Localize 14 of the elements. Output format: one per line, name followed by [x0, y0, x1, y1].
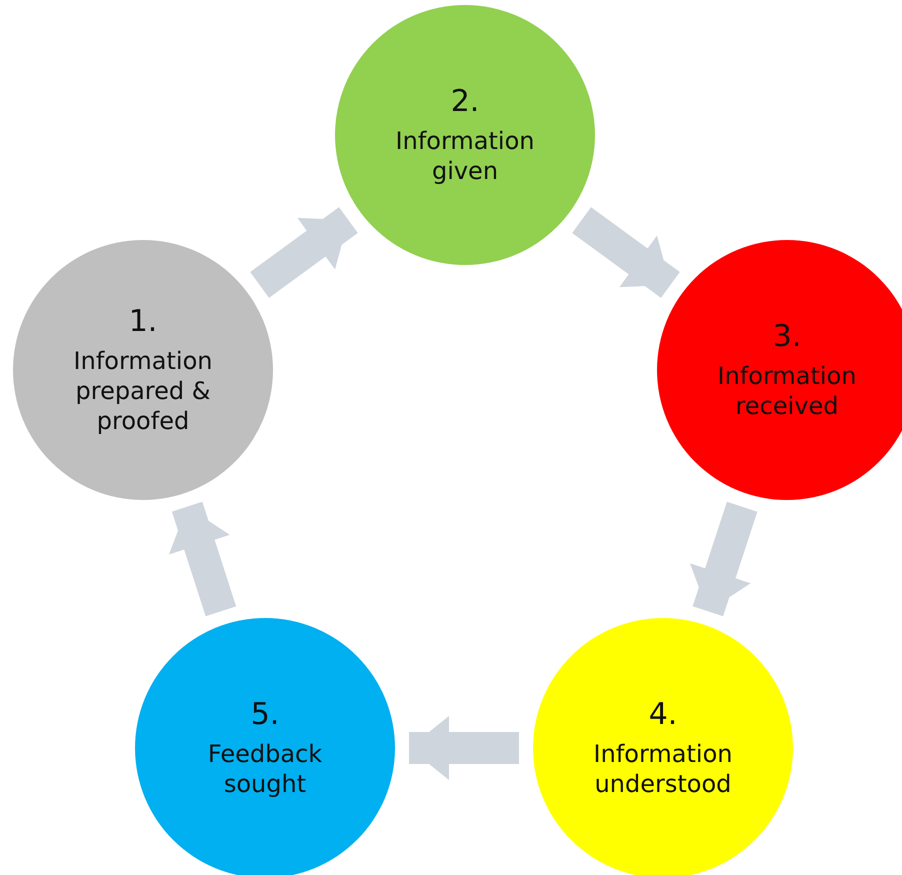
step-label: Information understood — [592, 739, 734, 799]
step-number: 4. — [648, 697, 678, 733]
block-arrow — [572, 207, 680, 298]
block-arrow — [409, 716, 519, 780]
block-arrow — [690, 502, 758, 616]
step-label: Information prepared & proofed — [72, 346, 214, 436]
step-number: 5. — [250, 697, 280, 733]
step-number: 1. — [128, 304, 158, 340]
step-label: Feedback sought — [206, 739, 324, 799]
block-arrow — [250, 207, 358, 298]
step-label: Information received — [716, 361, 858, 421]
step-label: Information given — [394, 126, 536, 186]
step-number: 3. — [772, 319, 802, 355]
step-number: 2. — [450, 84, 480, 120]
